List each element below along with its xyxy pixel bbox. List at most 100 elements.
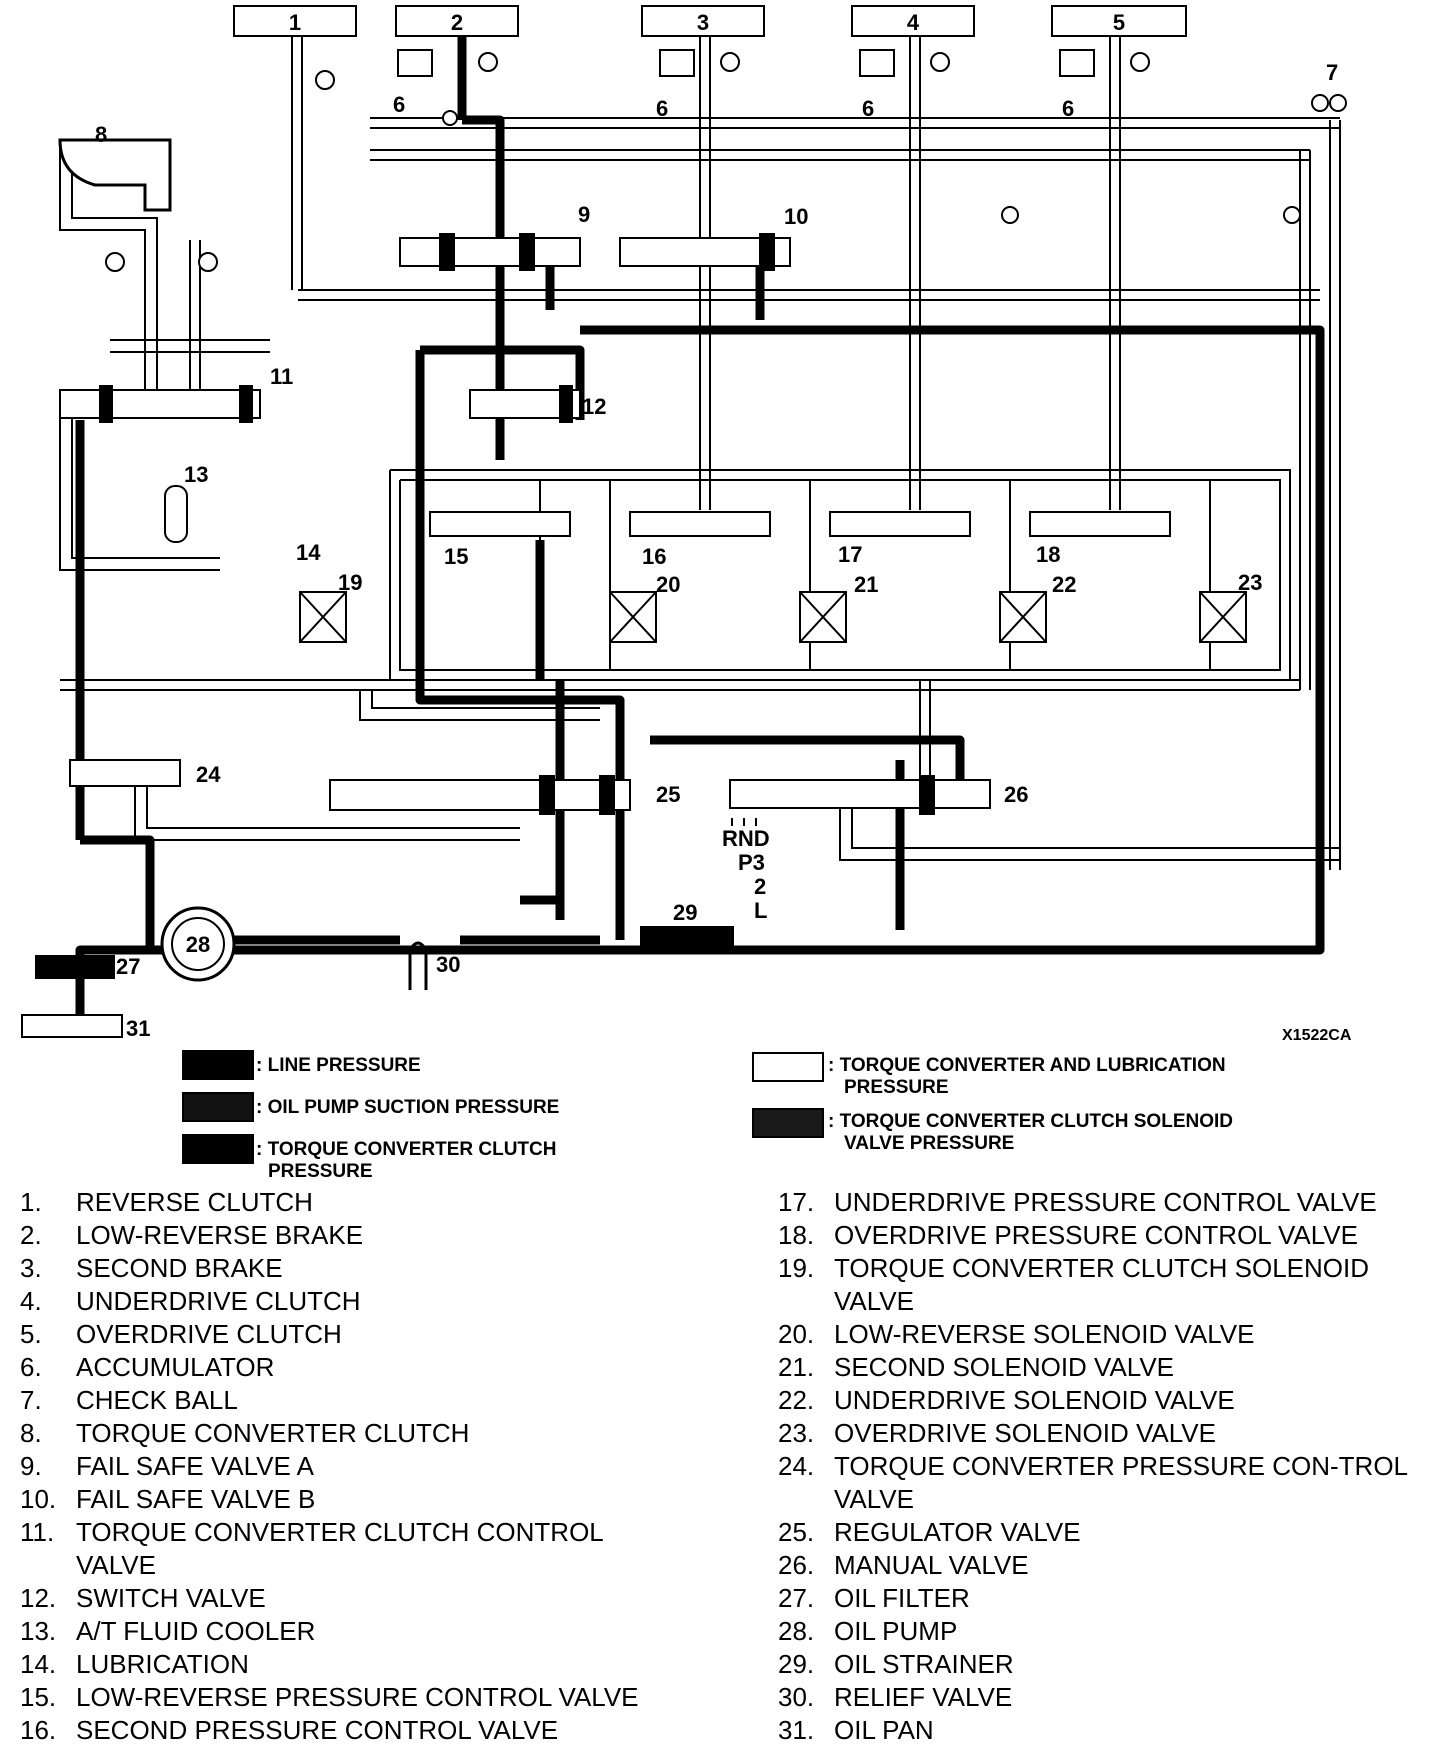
parts-list-text: OIL STRAINER <box>834 1649 1014 1679</box>
label-27: 27 <box>116 954 140 979</box>
parts-list-item: 6.ACCUMULATOR <box>20 1351 680 1384</box>
parts-list-text: OVERDRIVE CLUTCH <box>76 1319 342 1349</box>
parts-list-item: 24.TORQUE CONVERTER PRESSURE CON-TROL VA… <box>778 1450 1428 1516</box>
label-28: 28 <box>186 932 210 957</box>
parts-list-item: 20.LOW-REVERSE SOLENOID VALVE <box>778 1318 1428 1351</box>
parts-list-item: 31.OIL PAN <box>778 1714 1428 1747</box>
parts-list-text: LOW-REVERSE PRESSURE CONTROL VALVE <box>76 1682 639 1712</box>
oil-strainer-shape <box>640 926 734 950</box>
clutch-box-2: 2 <box>395 5 519 37</box>
parts-list-text: SWITCH VALVE <box>76 1583 266 1613</box>
label-22: 22 <box>1052 572 1076 597</box>
parts-list-text: RELIEF VALVE <box>834 1682 1013 1712</box>
label-30: 30 <box>436 952 460 977</box>
parts-list-number: 10. <box>20 1484 57 1514</box>
parts-list-text: REGULATOR VALVE <box>834 1517 1081 1547</box>
manual-position-2: 2 <box>754 874 766 899</box>
parts-list-number: 28. <box>778 1616 815 1646</box>
check-balls <box>442 94 1347 224</box>
accumulator-label: 6 <box>862 96 874 121</box>
parts-list-item: 14.LUBRICATION <box>20 1648 680 1681</box>
parts-list-number: 26. <box>778 1550 815 1580</box>
parts-list-text: OVERDRIVE SOLENOID VALVE <box>834 1418 1216 1448</box>
label-31: 31 <box>126 1016 150 1041</box>
parts-list-number: 19. <box>778 1253 815 1283</box>
parts-list-text: FAIL SAFE VALVE B <box>76 1484 316 1514</box>
parts-list-number: 30. <box>778 1682 815 1712</box>
label-24: 24 <box>196 762 221 787</box>
parts-list-text: OIL PUMP <box>834 1616 958 1646</box>
parts-list-number: 20. <box>778 1319 815 1349</box>
legend-tcc-solenoid-line2: VALVE PRESSURE <box>844 1133 1015 1154</box>
parts-list-text: OIL FILTER <box>834 1583 970 1613</box>
parts-list-text: OIL PAN <box>834 1715 934 1745</box>
parts-list-text: TORQUE CONVERTER CLUTCH <box>76 1418 470 1448</box>
legend-swatch-lube-pressure <box>752 1052 824 1082</box>
label-20: 20 <box>656 572 680 597</box>
oil-filter-shape <box>35 955 115 979</box>
parts-list-text: OVERDRIVE PRESSURE CONTROL VALVE <box>834 1220 1358 1250</box>
label-17: 17 <box>838 542 862 567</box>
legend-tcc-pressure-line1: : TORQUE CONVERTER CLUTCH <box>256 1139 557 1160</box>
label-9: 9 <box>578 202 590 227</box>
parts-list-item: 13.A/T FLUID COOLER <box>20 1615 680 1648</box>
parts-list-item: 28. OIL PUMP <box>778 1615 1428 1648</box>
parts-list-item: 23. OVERDRIVE SOLENOID VALVE <box>778 1417 1428 1450</box>
parts-list-item: 11.TORQUE CONVERTER CLUTCH CONTROL VALVE <box>20 1516 680 1582</box>
parts-list-item: 27. OIL FILTER <box>778 1582 1428 1615</box>
parts-list-number: 21. <box>778 1352 815 1382</box>
label-23: 23 <box>1238 570 1262 595</box>
parts-list-text: UNDERDRIVE CLUTCH <box>76 1286 361 1316</box>
parts-list-text: MANUAL VALVE <box>834 1550 1029 1580</box>
label-10: 10 <box>784 204 808 229</box>
label-11: 11 <box>270 364 293 389</box>
parts-list-item: 8.TORQUE CONVERTER CLUTCH <box>20 1417 680 1450</box>
label-16: 16 <box>642 544 666 569</box>
label-13: 13 <box>184 462 208 487</box>
clutch-box-label: 4 <box>907 10 920 35</box>
parts-list-item: 18. OVERDRIVE PRESSURE CONTROL VALVE <box>778 1219 1428 1252</box>
legend-tcc-pressure-line2: PRESSURE <box>268 1161 373 1182</box>
valve-bodies <box>59 233 1247 815</box>
parts-list-number: 18. <box>778 1220 815 1250</box>
parts-list-item: 26. MANUAL VALVE <box>778 1549 1428 1582</box>
parts-list-number: 27. <box>778 1583 815 1613</box>
parts-list-number: 25. <box>778 1517 815 1547</box>
parts-list-text: LUBRICATION <box>76 1649 249 1679</box>
clutch-box-5: 5 <box>1051 5 1187 37</box>
manual-position-rnd: RND <box>722 826 770 851</box>
accumulator-label: 6 <box>656 96 668 121</box>
label-12: 12 <box>582 394 606 419</box>
label-21: 21 <box>854 572 878 597</box>
parts-list-item: 7.CHECK BALL <box>20 1384 680 1417</box>
parts-list-item: 29. OIL STRAINER <box>778 1648 1428 1681</box>
parts-list-item: 21.SECOND SOLENOID VALVE <box>778 1351 1428 1384</box>
parts-list-item: 4.UNDERDRIVE CLUTCH <box>20 1285 680 1318</box>
parts-list-item: 30. RELIEF VALVE <box>778 1681 1428 1714</box>
parts-list-item: 12.SWITCH VALVE <box>20 1582 680 1615</box>
hydraulic-circuit-diagram: 1 2 3 4 5 6 6 6 6 7 8 9 10 11 12 13 14 1… <box>21 5 1352 1044</box>
parts-list-number: 23. <box>778 1418 815 1448</box>
clutch-box-4: 4 <box>851 5 975 37</box>
figure-code: X1522CA <box>1282 1027 1352 1044</box>
oil-pan-shape <box>21 1014 123 1038</box>
parts-list-item: 15.LOW-REVERSE PRESSURE CONTROL VALVE <box>20 1681 680 1714</box>
legend-tcc-solenoid-line1: : TORQUE CONVERTER CLUTCH SOLENOID <box>828 1111 1233 1132</box>
legend-suction-pressure: : OIL PUMP SUCTION PRESSURE <box>256 1097 560 1118</box>
label-26: 26 <box>1004 782 1028 807</box>
parts-list-number: 13. <box>20 1616 57 1646</box>
manual-position-p3: P3 <box>738 850 765 875</box>
parts-list-item: 16.SECOND PRESSURE CONTROL VALVE <box>20 1714 680 1747</box>
parts-list-number: 29. <box>778 1649 815 1679</box>
clutch-box-label: 3 <box>697 10 709 35</box>
parts-list-text: TORQUE CONVERTER CLUTCH SOLENOID VALVE <box>834 1253 1370 1316</box>
parts-list-item: 17.UNDERDRIVE PRESSURE CONTROL VALVE <box>778 1186 1428 1219</box>
parts-list-number: 2. <box>20 1220 42 1250</box>
legend-swatch-suction-pressure <box>182 1092 254 1122</box>
parts-list-item: 19. TORQUE CONVERTER CLUTCH SOLENOID VALV… <box>778 1252 1428 1318</box>
parts-list-item: 22.UNDERDRIVE SOLENOID VALVE <box>778 1384 1428 1417</box>
parts-list-number: 1. <box>20 1187 42 1217</box>
parts-list-number: 9. <box>20 1451 42 1481</box>
parts-list-text: ACCUMULATOR <box>76 1352 275 1382</box>
